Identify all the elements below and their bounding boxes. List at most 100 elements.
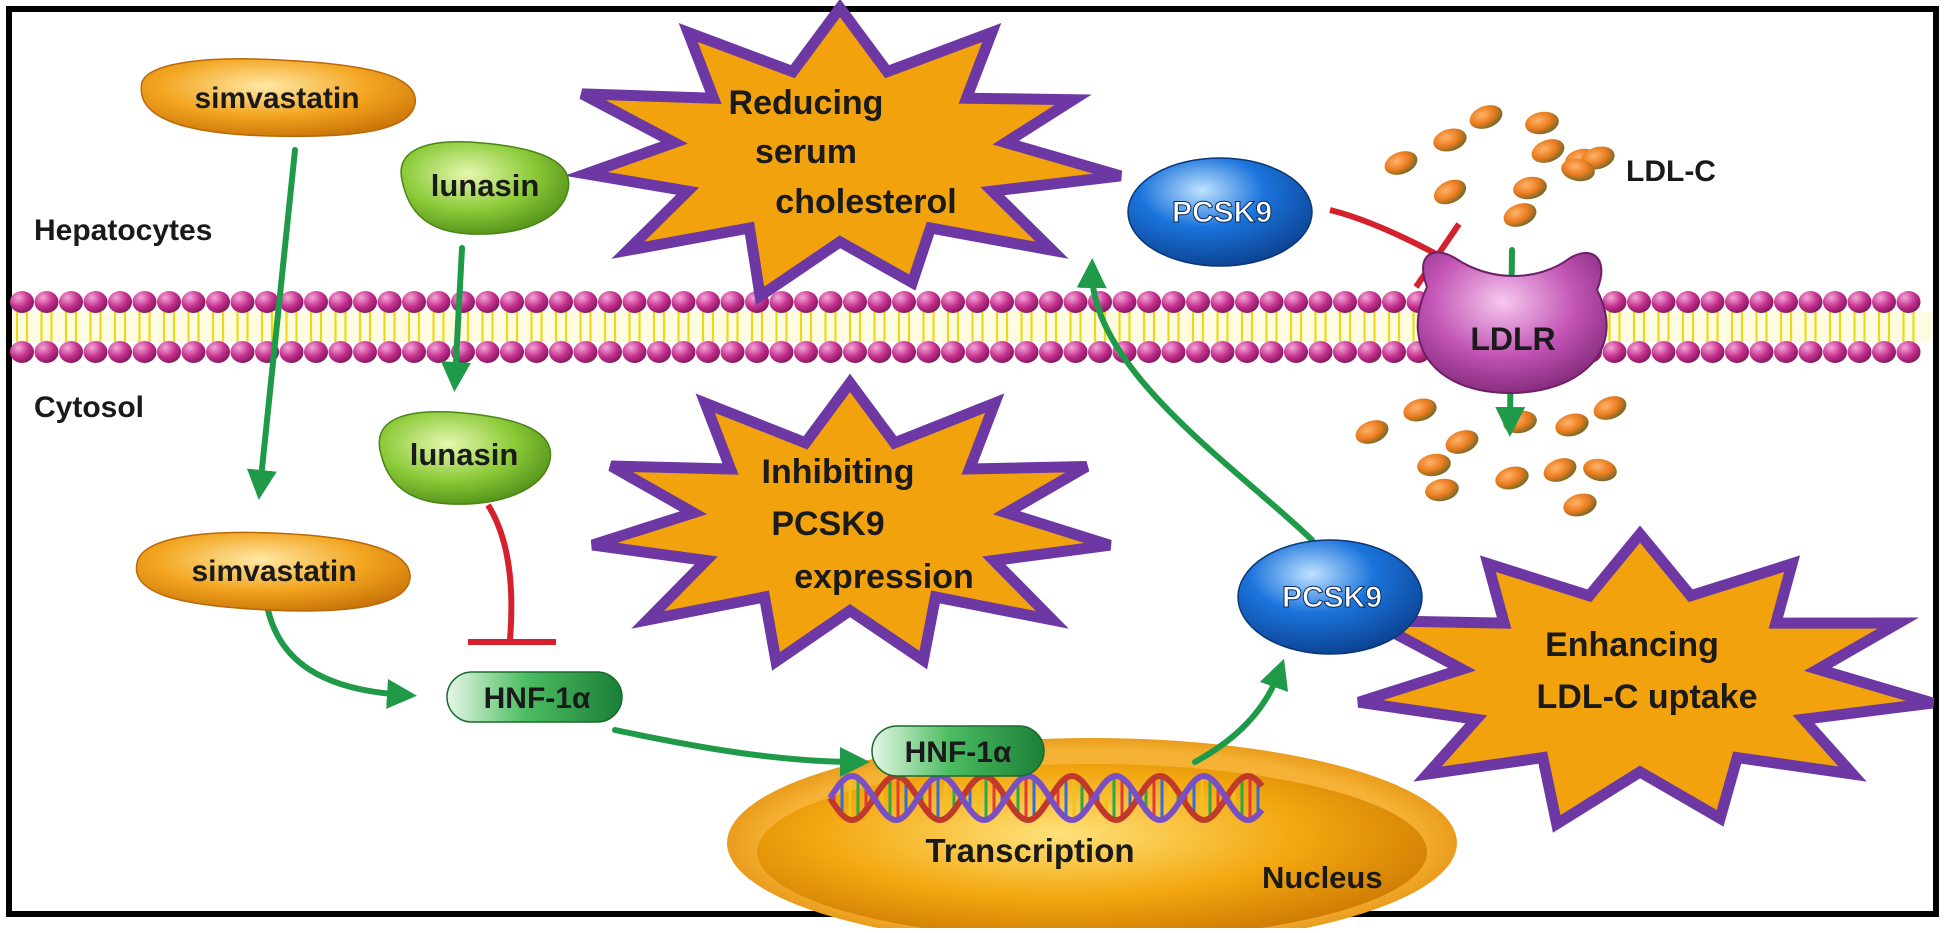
lipid-head xyxy=(549,341,573,363)
lipid-head xyxy=(1063,291,1088,313)
lunasin-bottom-label: lunasin xyxy=(410,437,519,472)
effect-enhancing-burst: Enhancing LDL-C uptake xyxy=(1357,525,1935,833)
lipid-head xyxy=(1676,291,1700,313)
lipid-head xyxy=(818,341,843,363)
effect-reducing-burst: Reducing serum cholesterol xyxy=(564,0,1123,306)
simvastatin-top-label: simvastatin xyxy=(194,82,359,115)
lipid-head xyxy=(157,341,181,363)
ldl-particle xyxy=(1593,396,1627,420)
lipid-head xyxy=(990,341,1014,363)
lipid-head xyxy=(328,291,353,313)
lipid-head xyxy=(524,341,549,363)
lipid-head xyxy=(1700,341,1725,363)
lipid-head xyxy=(157,291,181,313)
lipid-head xyxy=(794,341,818,363)
lipid-head xyxy=(598,341,622,363)
lipid-head xyxy=(59,291,83,313)
ldl-particle xyxy=(1531,139,1565,163)
inhibiting-line-1: Inhibiting xyxy=(762,453,915,491)
lipid-head xyxy=(524,291,549,313)
hnf-1a-cytosol: HNF-1α xyxy=(446,671,623,723)
lipid-head xyxy=(818,291,843,313)
lipid-head xyxy=(1259,341,1284,363)
lipid-head xyxy=(1823,291,1847,313)
inhibiting-line-3: expression xyxy=(794,558,974,596)
arrow-simvastatin-uptake xyxy=(246,147,298,500)
lipid-head xyxy=(451,291,475,313)
lipid-head xyxy=(1602,341,1627,363)
lipid-head xyxy=(1039,291,1063,313)
lipid-head xyxy=(1627,341,1651,363)
lipid-head xyxy=(500,291,524,313)
lipid-head xyxy=(353,291,377,313)
lipid-head xyxy=(965,341,990,363)
lipid-head xyxy=(916,341,941,363)
lipid-head xyxy=(304,291,328,313)
lipid-head xyxy=(1235,291,1259,313)
lipid-head xyxy=(696,341,720,363)
reducing-line-2: serum xyxy=(755,133,857,171)
lipid-head xyxy=(1014,291,1039,313)
ldl-particle xyxy=(1433,179,1467,205)
arrow-pcsk9-secretion xyxy=(1076,258,1315,543)
pcsk9-top-label: PCSK9 xyxy=(1172,196,1272,229)
ldl-particle xyxy=(1561,158,1595,182)
lipid-head xyxy=(1627,291,1651,313)
lipid-head xyxy=(794,291,818,313)
lipid-head xyxy=(1749,291,1774,313)
lipid-head xyxy=(1725,341,1749,363)
ldlr-label: LDLR xyxy=(1470,321,1555,357)
lipid-head xyxy=(1357,291,1382,313)
ldl-c-particles xyxy=(1355,105,1627,517)
lipid-head xyxy=(132,341,157,363)
lipid-head xyxy=(255,291,279,313)
arrow-transcription-to-pcsk9 xyxy=(1192,658,1289,765)
lipid-head xyxy=(1161,291,1186,313)
lipid-head xyxy=(1872,291,1896,313)
hnf-nucleus-label: HNF-1α xyxy=(905,736,1012,769)
lipid-head xyxy=(1651,291,1676,313)
lipid-head xyxy=(108,341,132,363)
hnf-1a-nucleus: HNF-1α xyxy=(871,725,1045,777)
ldl-particle xyxy=(1384,151,1418,175)
ldl-particle xyxy=(1355,420,1389,444)
lipid-head xyxy=(573,341,598,363)
ldl-particle xyxy=(1543,458,1577,482)
lipid-head xyxy=(1798,341,1823,363)
lipid-head xyxy=(1749,341,1774,363)
lipid-head xyxy=(1186,341,1210,363)
lipid-head xyxy=(990,291,1014,313)
lipid-head xyxy=(867,341,892,363)
lipid-head xyxy=(181,291,206,313)
lipid-head xyxy=(1137,341,1161,363)
ldl-particle xyxy=(1583,458,1617,482)
lipid-head xyxy=(1284,291,1308,313)
lipid-head xyxy=(230,341,255,363)
transcription-label: Transcription xyxy=(925,832,1134,869)
lipid-head xyxy=(1602,291,1627,313)
lipid-head xyxy=(426,291,451,313)
lipid-head xyxy=(475,291,500,313)
lipid-head xyxy=(279,341,304,363)
lipid-head xyxy=(769,341,794,363)
simvastatin-intracellular: simvastatin xyxy=(135,531,411,612)
lipid-head xyxy=(1308,291,1333,313)
lipid-head xyxy=(1774,291,1798,313)
lipid-head xyxy=(108,291,132,313)
lipid-head xyxy=(647,291,671,313)
lipid-head xyxy=(867,291,892,313)
lunasin-extracellular: lunasin xyxy=(400,140,570,235)
lipid-head xyxy=(720,291,745,313)
lipid-head xyxy=(549,291,573,313)
lipid-head xyxy=(230,291,255,313)
lipid-head xyxy=(59,341,83,363)
lipid-head xyxy=(892,291,916,313)
lipid-head xyxy=(720,341,745,363)
ldl-particle xyxy=(1403,398,1437,422)
lipid-head xyxy=(1382,341,1406,363)
lipid-head xyxy=(1896,341,1921,363)
inhibiting-line-2: PCSK9 xyxy=(771,505,884,543)
lipid-head xyxy=(1259,291,1284,313)
